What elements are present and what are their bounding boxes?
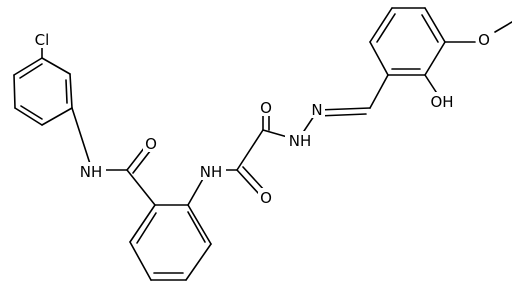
atom-label-o-methoxy: O (476, 30, 492, 49)
o-ch3-methoxy-bond (494, 21, 512, 33)
atom-label-n-imine: N (309, 100, 325, 119)
atom-o-amide1-text: O (145, 135, 157, 153)
atom-label-nh-amide1: NH (76, 162, 106, 181)
n-ch-double-bond-b (317, 113, 367, 117)
atom-nh-amide2-text: NH (200, 163, 223, 181)
atom-nh-hydrazide-text: NH (289, 132, 312, 150)
c-o-oxalyl1-double-bond-b (242, 166, 266, 192)
c-c-oxalyl-bond (236, 129, 264, 171)
atom-o-methoxy-text: O (478, 31, 490, 49)
c-ring2-bond (126, 169, 156, 206)
atom-label-cl: Cl (29, 30, 55, 49)
atom-label-o-oxalyl2: O (258, 98, 274, 117)
methoxyphenol-ring (369, 7, 446, 76)
atom-cl-text: Cl (35, 31, 50, 49)
atom-o-oxalyl2-text: O (260, 99, 272, 117)
n-ch-double-bond-a (317, 107, 371, 111)
atom-label-nh-hydrazide: NH (285, 131, 315, 150)
c-o-oxalyl1-double-bond-a (236, 169, 260, 195)
atom-o-oxalyl1-text: O (260, 189, 272, 207)
atom-oh-text: OH (430, 93, 453, 111)
central-benzene-ring (129, 204, 212, 281)
atom-nh-amide1-text: NH (80, 163, 103, 181)
c-n-amide1-bond (71, 107, 93, 171)
atom-label-o-amide1: O (143, 134, 159, 153)
atom-label-o-oxalyl1: O (258, 188, 274, 207)
atom-n-imine-text: N (311, 101, 322, 119)
atom-label-nh-amide2: NH (196, 162, 226, 181)
chlorophenyl-ring (13, 57, 73, 126)
ch-ring3-bond (369, 74, 389, 109)
atom-label-oh: OH (426, 92, 458, 111)
